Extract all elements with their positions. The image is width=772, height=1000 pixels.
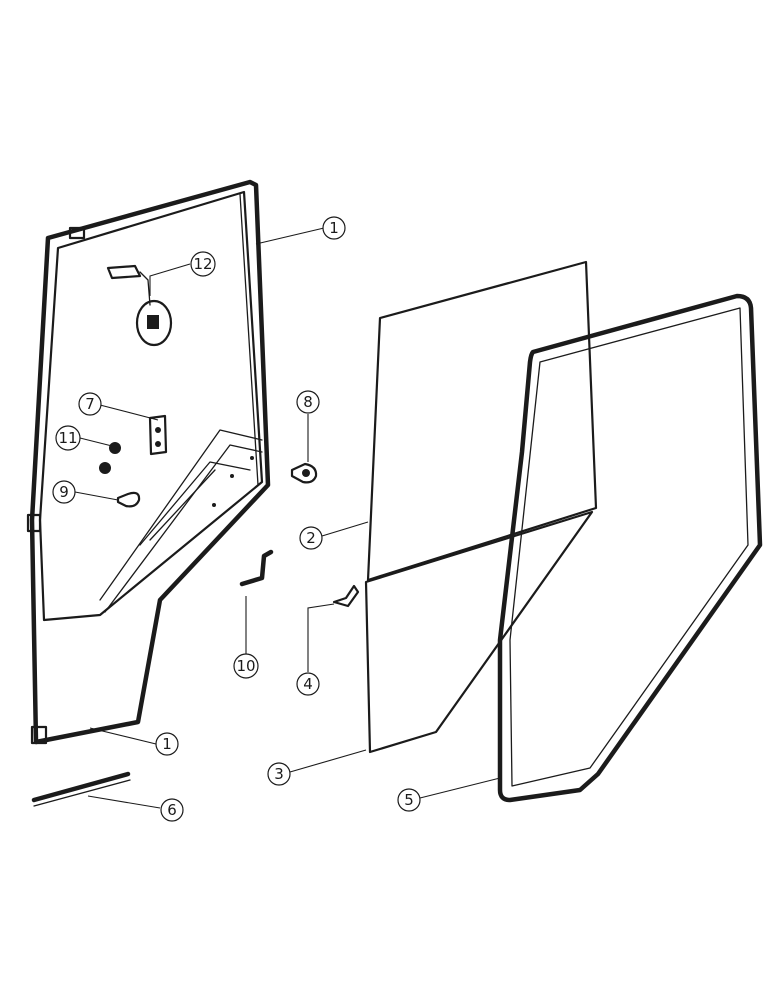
top-hinge — [68, 226, 86, 240]
middle-hinge — [26, 513, 42, 533]
mirror-bracket — [106, 264, 173, 347]
callout-1-frame: 1 — [322, 216, 346, 240]
callout-label: 11 — [58, 429, 77, 447]
callout-6: 6 — [160, 798, 184, 822]
callout-9: 9 — [52, 480, 76, 504]
door-lock — [290, 462, 318, 484]
callout-2: 2 — [299, 526, 323, 550]
callout-label: 4 — [303, 675, 313, 693]
callout-4: 4 — [296, 672, 320, 696]
callout-3: 3 — [267, 762, 291, 786]
leader-lines — [74, 227, 501, 809]
upper-glass-panel — [366, 260, 598, 582]
callout-12: 12 — [190, 251, 216, 277]
door-handle — [239, 549, 274, 587]
nut — [99, 442, 121, 474]
callout-label: 1 — [329, 219, 339, 237]
callout-label: 12 — [193, 255, 212, 273]
bottom-hinge — [30, 725, 48, 745]
callout-5: 5 — [397, 788, 421, 812]
callout-1-lower: 1 — [155, 732, 179, 756]
seal-strip — [31, 771, 131, 807]
callout-label: 5 — [404, 791, 414, 809]
callout-11: 11 — [55, 425, 81, 451]
door-frame — [26, 179, 271, 745]
callout-8: 8 — [296, 390, 320, 414]
callout-label: 6 — [167, 801, 177, 819]
callout-7: 7 — [78, 392, 102, 416]
callout-label: 2 — [306, 529, 316, 547]
clip — [116, 491, 141, 508]
callout-label: 7 — [85, 395, 95, 413]
callout-label: 3 — [274, 765, 284, 783]
lower-glass-panel — [364, 510, 594, 754]
callout-label: 10 — [236, 657, 255, 675]
glass-seal — [497, 293, 763, 803]
callout-label: 8 — [303, 393, 313, 411]
glass-clip — [332, 584, 360, 608]
callout-label: 1 — [162, 735, 172, 753]
callout-10: 10 — [233, 653, 259, 679]
latch-bracket — [148, 414, 168, 456]
callout-label: 9 — [59, 483, 69, 501]
